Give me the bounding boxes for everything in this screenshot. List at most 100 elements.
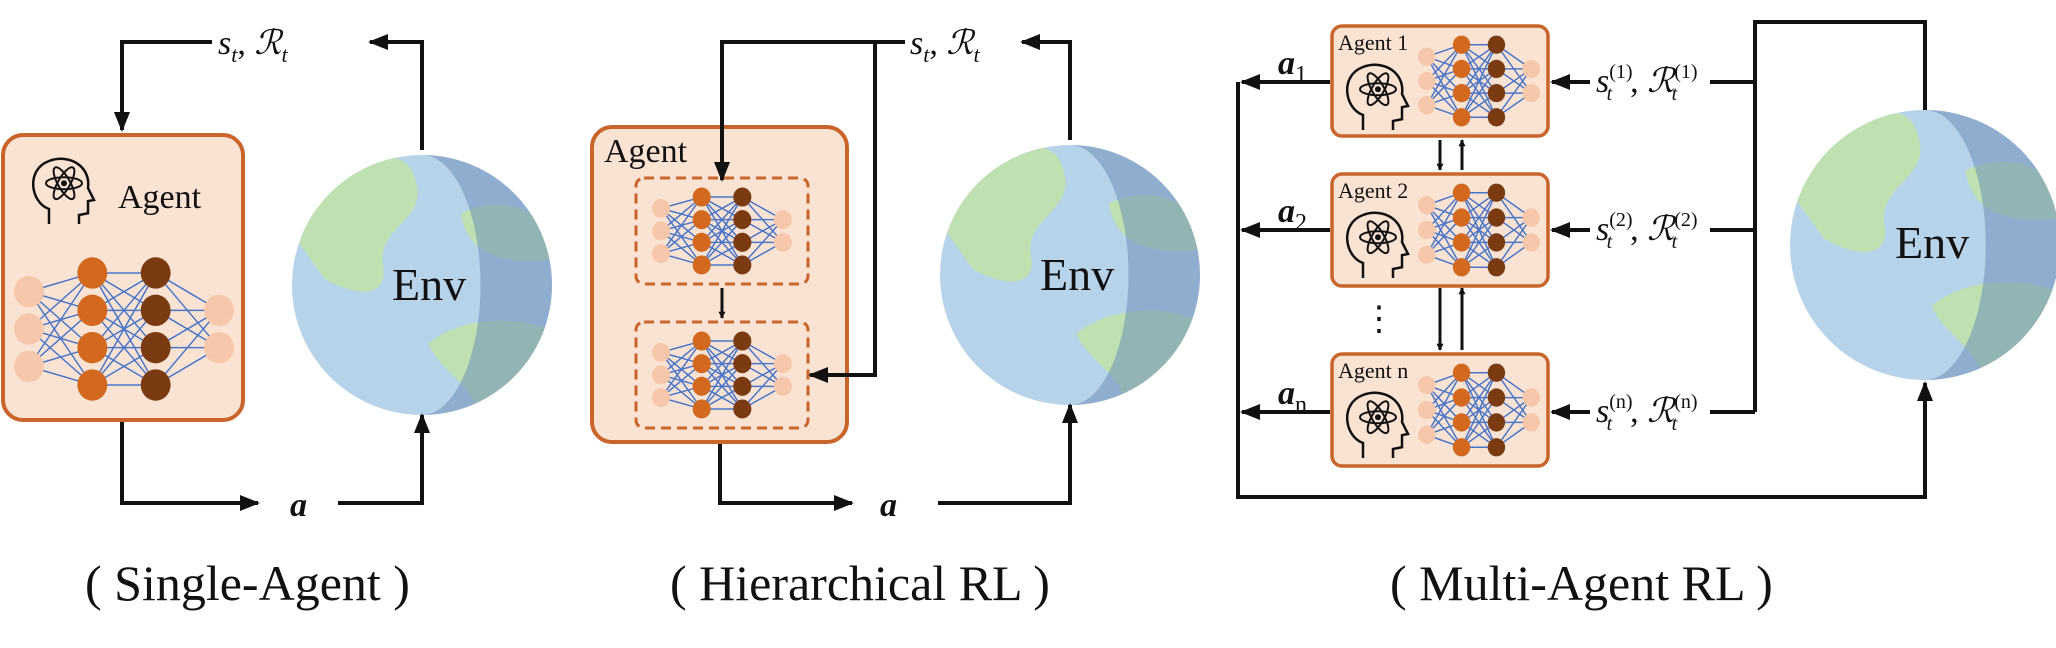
nn-edge xyxy=(1426,44,1463,106)
nn-node xyxy=(1452,108,1471,127)
nn-node xyxy=(692,399,711,419)
agent-label: Agent n xyxy=(1338,358,1408,383)
caption: ( Single-Agent ) xyxy=(85,555,410,611)
atom-orbit xyxy=(1366,72,1390,107)
nn-node xyxy=(14,350,44,383)
brain-icon xyxy=(31,157,96,224)
panel-single-agent: Agent Env st, ℛt a ( Single-Agent ) xyxy=(1,23,552,611)
nn-node xyxy=(1522,413,1541,432)
agent-label: Agent 1 xyxy=(1338,30,1408,55)
nn-node xyxy=(692,331,711,351)
observation-label: s(n)t, ℛ(n)t xyxy=(1596,391,1698,435)
nn-node xyxy=(773,376,793,396)
observation-label: s(2)t, ℛ(2)t xyxy=(1596,209,1698,253)
nn-edge xyxy=(701,219,743,266)
nn-node xyxy=(1452,208,1471,227)
atom-nucleus xyxy=(1375,234,1381,241)
nn-node xyxy=(733,399,752,419)
nn-edge xyxy=(701,196,743,266)
atom-nucleus xyxy=(61,180,67,187)
action-label: a2 xyxy=(1278,193,1307,236)
globe-shadow xyxy=(1925,110,2056,380)
nn-edge xyxy=(741,363,784,410)
nn-node xyxy=(1487,363,1506,382)
nn-node xyxy=(652,221,671,241)
action-arrow xyxy=(718,444,854,511)
nn-edge xyxy=(1460,217,1498,268)
atom-orbit xyxy=(1366,72,1390,107)
nn-edge xyxy=(155,309,220,386)
nn-node xyxy=(1452,363,1471,382)
nn-node xyxy=(1487,388,1506,407)
nn-edge xyxy=(91,309,157,386)
nn-edge xyxy=(741,219,784,266)
agent-label: Agent xyxy=(118,179,202,216)
neural-network-icon xyxy=(1418,35,1541,127)
nn-node xyxy=(692,187,711,207)
nn-edge xyxy=(1495,68,1532,118)
nn-node xyxy=(733,331,752,351)
atom-orbit xyxy=(1366,400,1390,435)
nn-node xyxy=(77,369,108,401)
nn-node xyxy=(773,232,793,252)
brain-icon xyxy=(1345,211,1410,278)
nn-node xyxy=(733,187,752,207)
nn-node xyxy=(140,257,171,289)
neural-network-icon xyxy=(14,257,234,401)
action-label: a xyxy=(290,487,307,524)
atom-orbit xyxy=(1359,230,1397,245)
nn-node xyxy=(1452,258,1471,277)
env-label: Env xyxy=(1040,249,1114,300)
nn-edge xyxy=(1426,372,1463,436)
nn-node xyxy=(14,313,44,345)
nn-node xyxy=(1452,183,1471,202)
nn-edge xyxy=(1460,68,1498,118)
feedback-arrow-2 xyxy=(114,40,212,132)
nn-edge xyxy=(1460,192,1498,243)
atom-nucleus xyxy=(1375,86,1381,93)
atom-orbit xyxy=(52,166,76,201)
feedback-arrow-to-high xyxy=(714,40,905,182)
nn-node xyxy=(652,365,671,385)
atom-orbit xyxy=(1366,220,1390,255)
nn-node xyxy=(1418,220,1436,240)
nn-node xyxy=(1487,183,1506,202)
nn-node xyxy=(652,388,671,408)
nn-node xyxy=(1452,413,1471,432)
atom-orbit xyxy=(1359,82,1397,97)
nn-node xyxy=(733,354,752,374)
atom-orbit xyxy=(1359,410,1397,425)
nn-edge xyxy=(701,340,743,387)
nn-node xyxy=(1418,245,1436,265)
caption: ( Multi-Agent RL ) xyxy=(1390,555,1773,611)
agent-label: Agent xyxy=(604,133,688,170)
nn-node xyxy=(1418,96,1436,115)
nn-edge xyxy=(1460,372,1498,423)
atom-nucleus xyxy=(1375,414,1381,421)
nn-node xyxy=(1522,59,1541,79)
nn-node xyxy=(14,275,44,308)
nn-node xyxy=(1487,208,1506,227)
ellipsis: ⋮ xyxy=(1362,301,1396,338)
atom-orbit xyxy=(1366,220,1390,255)
env-label: Env xyxy=(1895,217,1969,268)
sub-policy-box-high xyxy=(634,176,810,286)
nn-edge xyxy=(1495,217,1532,268)
nn-node xyxy=(1452,83,1471,103)
feedback-arrow xyxy=(1020,34,1072,140)
nn-node xyxy=(1418,400,1436,420)
action-arrow-2 xyxy=(938,403,1078,505)
nn-node xyxy=(1418,71,1436,91)
action-label: a1 xyxy=(1278,45,1307,88)
nn-node xyxy=(692,232,711,252)
nn-edge xyxy=(1460,397,1498,448)
state-reward-label: st, ℛt xyxy=(218,23,289,67)
head-outline xyxy=(1345,391,1410,458)
state-reward-label: st, ℛt xyxy=(910,23,981,67)
atom-orbit xyxy=(45,176,83,191)
action-label: a xyxy=(880,487,897,524)
nn-node xyxy=(204,294,234,327)
panel-hierarchical-rl: Agent Env st, ℛt a ( Hierarchical RL ) xyxy=(590,23,1200,611)
